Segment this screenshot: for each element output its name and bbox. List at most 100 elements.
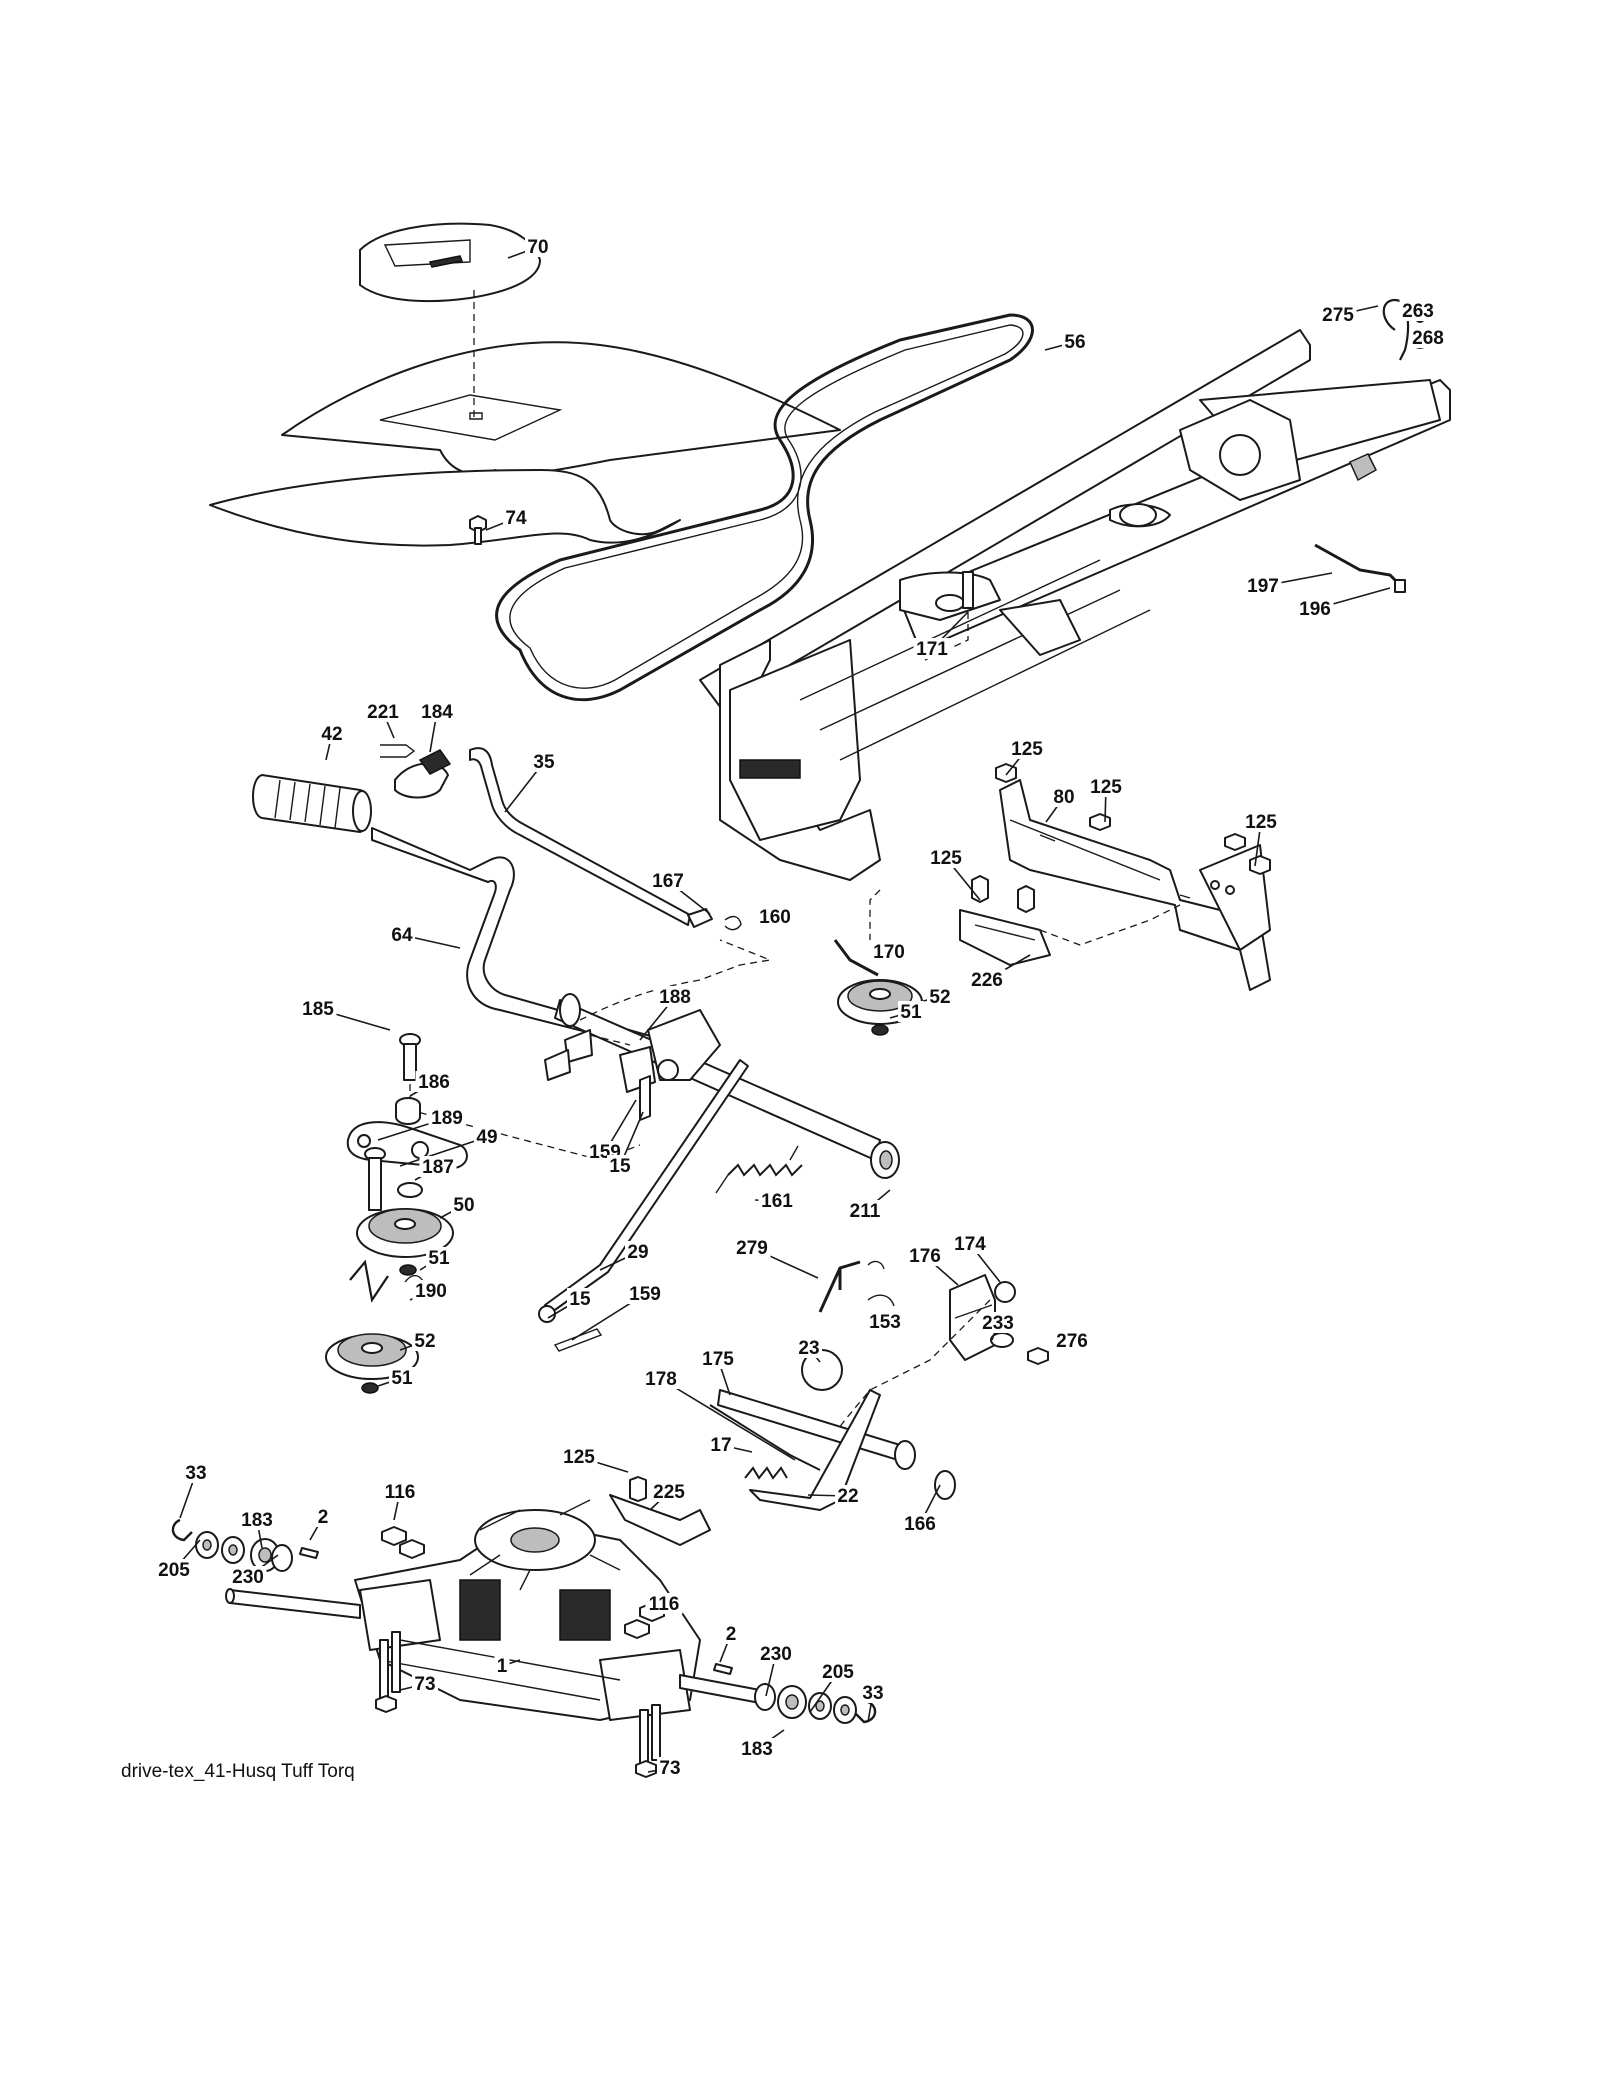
callout-label-189: 189: [431, 1108, 463, 1129]
callout-label-188: 188: [659, 987, 691, 1008]
callout-bg-74: [503, 507, 529, 528]
seat-pan-70: [359, 222, 541, 303]
bolt-74: [469, 515, 487, 545]
bolt-171: [962, 571, 974, 609]
callout-label-230: 230: [760, 1644, 792, 1665]
callout-label-52: 52: [414, 1331, 435, 1352]
clip-167-160: [687, 908, 742, 931]
callout-label-196: 196: [1299, 599, 1331, 620]
callout-label-190: 190: [415, 1281, 447, 1302]
callout-label-185: 185: [302, 999, 334, 1020]
callout-bg-15: [567, 1288, 593, 1309]
callout-label-276: 276: [1056, 1331, 1088, 1352]
callout-label-15: 15: [609, 1156, 631, 1177]
grip-42: [252, 774, 372, 833]
callout-label-33: 33: [185, 1463, 206, 1484]
callout-bg-170: [870, 941, 908, 962]
callout-label-178: 178: [645, 1369, 677, 1390]
callout-label-167: 167: [652, 871, 684, 892]
callout-label-116: 116: [385, 1482, 416, 1503]
callout-label-64: 64: [391, 925, 413, 946]
callout-bg-73: [412, 1673, 438, 1694]
callout-label-1: 1: [497, 1656, 508, 1677]
callout-label-80: 80: [1053, 787, 1074, 808]
callout-label-161: 161: [761, 1191, 793, 1212]
bolt-49: [364, 1147, 386, 1211]
spring-17: [744, 1466, 788, 1480]
callout-bg-225: [650, 1481, 688, 1502]
callout-bg-125: [1008, 738, 1046, 759]
cross-shaft: [554, 999, 881, 1161]
callout-label-176: 176: [909, 1246, 941, 1267]
callout-bg-56: [1062, 331, 1088, 352]
callout-bg-161: [758, 1190, 796, 1211]
knob-184: [394, 749, 452, 799]
callout-bg-188: [656, 986, 694, 1007]
leader-188: [579, 939, 773, 1046]
callout-label-263: 263: [1402, 301, 1434, 322]
lever-188: [544, 1009, 721, 1121]
callout-bg-64: [389, 924, 415, 945]
callout-label-51: 51: [900, 1002, 922, 1023]
axle-right: [679, 1674, 761, 1704]
callout-bg-51: [898, 1001, 924, 1022]
callout-bg-187: [419, 1156, 457, 1177]
callout-label-183: 183: [241, 1510, 273, 1531]
callout-leader-178: [660, 1378, 796, 1461]
callout-bg-116: [381, 1481, 419, 1502]
callout-label-211: 211: [850, 1201, 881, 1222]
callout-bg-35: [531, 751, 557, 772]
callout-label-2: 2: [318, 1507, 329, 1528]
callout-bg-183: [738, 1738, 776, 1759]
callout-label-50: 50: [453, 1195, 474, 1216]
callout-bg-160: [756, 906, 794, 927]
callout-bg-52: [412, 1330, 438, 1351]
callout-label-15: 15: [569, 1289, 591, 1310]
pedal-arm-22: [749, 1389, 881, 1511]
callout-bg-276: [1053, 1330, 1091, 1351]
callout-label-70: 70: [527, 237, 548, 258]
callout-label-187: 187: [422, 1157, 454, 1178]
callout-bg-171: [913, 638, 951, 659]
rod-178: [709, 1404, 821, 1471]
callout-bg-211: [846, 1200, 884, 1221]
callout-label-42: 42: [321, 724, 342, 745]
callout-bg-175: [699, 1348, 737, 1369]
callout-label-125: 125: [930, 848, 962, 869]
callout-leader-49: [399, 1136, 488, 1167]
callout-bg-174: [951, 1233, 989, 1254]
leader-171: [924, 600, 969, 661]
callout-label-56: 56: [1064, 332, 1085, 353]
spring-161: [715, 1145, 803, 1194]
callout-label-174: 174: [954, 1234, 986, 1255]
bolts-73-right: [635, 1704, 661, 1778]
callout-label-49: 49: [476, 1127, 497, 1148]
callout-bg-263: [1399, 300, 1437, 321]
washer-187: [397, 1182, 423, 1198]
callout-bg-52: [927, 986, 953, 1007]
callout-bg-233: [979, 1312, 1017, 1333]
callout-label-51: 51: [391, 1368, 413, 1389]
callout-bg-186: [415, 1071, 453, 1092]
fender-body: [209, 341, 841, 547]
callout-label-51: 51: [428, 1248, 450, 1269]
callout-bg-33: [860, 1682, 886, 1703]
callout-label-205: 205: [822, 1662, 854, 1683]
callout-bg-167: [649, 870, 687, 891]
callout-label-275: 275: [1322, 305, 1354, 326]
callout-label-73: 73: [659, 1758, 680, 1779]
leader-226: [1039, 904, 1181, 946]
callout-label-2: 2: [726, 1624, 737, 1645]
callout-label-166: 166: [904, 1514, 936, 1535]
callout-bg-29: [625, 1241, 651, 1262]
callout-label-225: 225: [653, 1482, 685, 1503]
callout-bg-125: [927, 847, 965, 868]
right-axle-hardware: [713, 1663, 877, 1724]
callout-bg-42: [319, 723, 345, 744]
callout-bg-1: [494, 1655, 510, 1676]
callout-label-160: 160: [759, 907, 791, 928]
callout-label-23: 23: [798, 1338, 819, 1359]
callout-bg-116: [645, 1593, 683, 1614]
lever-279: [818, 1260, 895, 1313]
